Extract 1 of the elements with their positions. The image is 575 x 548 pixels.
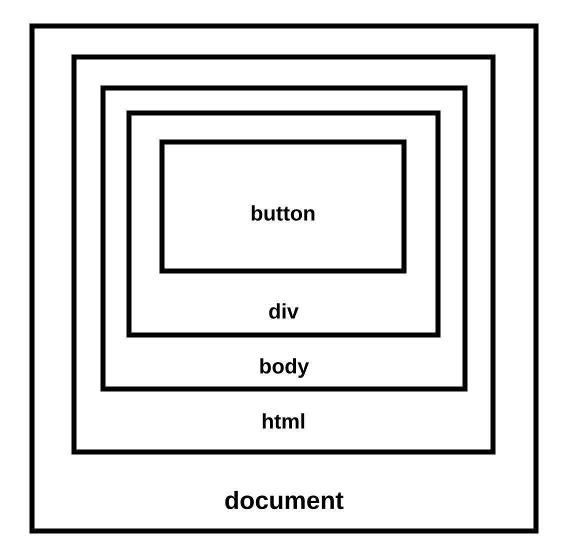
container-box: button	[160, 140, 406, 274]
